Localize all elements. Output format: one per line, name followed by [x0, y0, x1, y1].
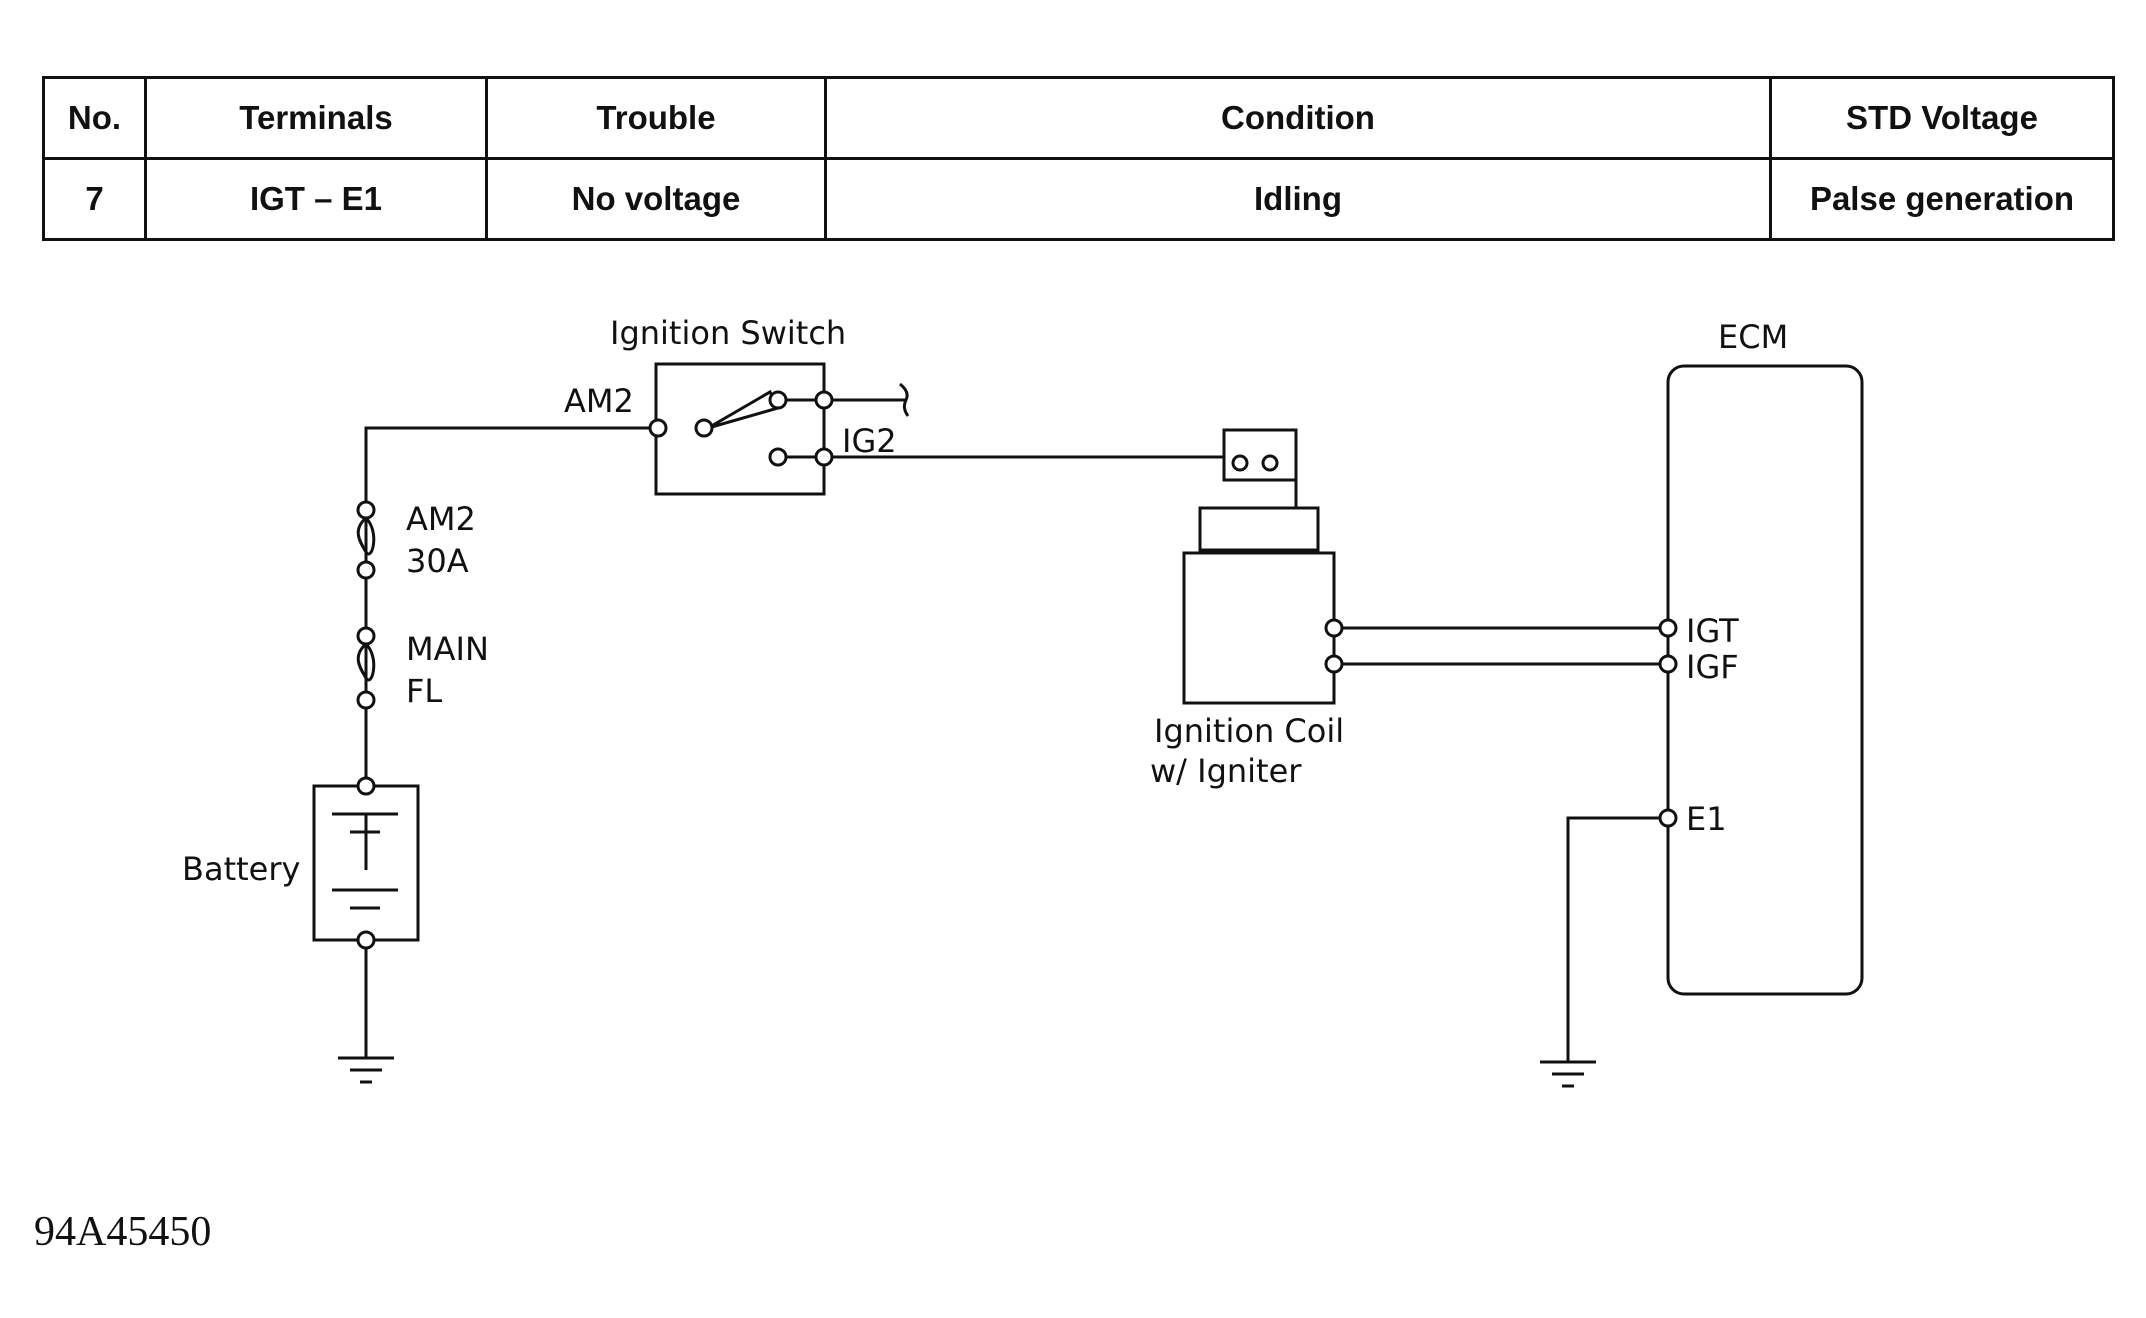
header-trouble: Trouble [485, 76, 827, 160]
ignition-coil-body [1182, 551, 1336, 705]
cell-trouble: No voltage [485, 157, 827, 241]
coil-pin-2 [1261, 454, 1279, 472]
coil-terminal-igt [1324, 618, 1344, 638]
coil-pin-1 [1231, 454, 1249, 472]
ecm-terminal-igf [1658, 654, 1678, 674]
switch-pivot [694, 418, 714, 438]
switch-am2-label: AM2 [564, 382, 634, 420]
terminal-am2 [648, 418, 668, 438]
coil-neck [1198, 506, 1320, 552]
switch-contact-top [768, 390, 788, 410]
fuse-main-label-line1: MAIN [406, 630, 489, 668]
battery-label: Battery [182, 850, 300, 888]
ecm-box [1666, 364, 1864, 996]
cell-std-voltage: Palse generation [1769, 157, 2115, 241]
header-terminals: Terminals [144, 76, 488, 160]
fuse-am2-icon [356, 516, 376, 556]
switch-lever-icon [707, 389, 781, 430]
switch-terminal-top [814, 390, 834, 410]
fuse-am2-label-line2: 30A [406, 542, 469, 580]
coil-terminal-igf [1324, 654, 1344, 674]
ecm-terminal-igt [1658, 618, 1678, 638]
wire-am2 [364, 426, 658, 506]
header-condition: Condition [824, 76, 1772, 160]
ecm-terminal-igt-label: IGT [1686, 612, 1739, 650]
coil-label-line1: Ignition Coil [1154, 712, 1344, 750]
ecm-terminal-e1 [1658, 808, 1678, 828]
wire-e1 [1566, 816, 1668, 1062]
ignition-switch-box [654, 362, 826, 496]
table-row: 7 IGT – E1 No voltage Idling Palse gener… [42, 157, 2115, 241]
switch-ig2-label: IG2 [842, 422, 897, 460]
header-no: No. [42, 76, 147, 160]
ecm-terminal-igf-label: IGF [1686, 648, 1739, 686]
battery-cells-icon [332, 812, 398, 910]
coil-connector [1222, 428, 1298, 482]
fuse-main-top [356, 626, 376, 646]
coil-connector-link [1224, 478, 1298, 508]
switch-top-wire [824, 382, 910, 417]
battery-terminal-bottom [356, 930, 376, 950]
ignition-switch-label: Ignition Switch [610, 314, 846, 352]
fuse-main-label-line2: FL [406, 672, 442, 710]
cell-terminals: IGT – E1 [144, 157, 488, 241]
ecm-terminal-e1-label: E1 [1686, 800, 1727, 838]
fuse-main-icon [356, 642, 376, 682]
terminal-ig2 [814, 447, 834, 467]
ecm-label: ECM [1718, 318, 1788, 356]
diagnosis-table: No. Terminals Trouble Condition STD Volt… [42, 76, 2115, 241]
table-header-row: No. Terminals Trouble Condition STD Volt… [42, 76, 2115, 160]
cell-condition: Idling [824, 157, 1772, 241]
fuse-am2-top [356, 500, 376, 520]
header-std-voltage: STD Voltage [1769, 76, 2115, 160]
switch-contact-bottom [768, 447, 788, 467]
fuse-am2-bottom [356, 560, 376, 580]
battery-ground-icon [338, 1056, 394, 1084]
cell-no: 7 [42, 157, 147, 241]
figure-id: 94A45450 [34, 1209, 212, 1255]
fuse-main-bottom [356, 690, 376, 710]
fuse-am2-label-line1: AM2 [406, 500, 476, 538]
battery-terminal-top [356, 776, 376, 796]
coil-label-line2: w/ Igniter [1150, 752, 1302, 790]
ecm-ground-icon [1540, 1060, 1596, 1088]
